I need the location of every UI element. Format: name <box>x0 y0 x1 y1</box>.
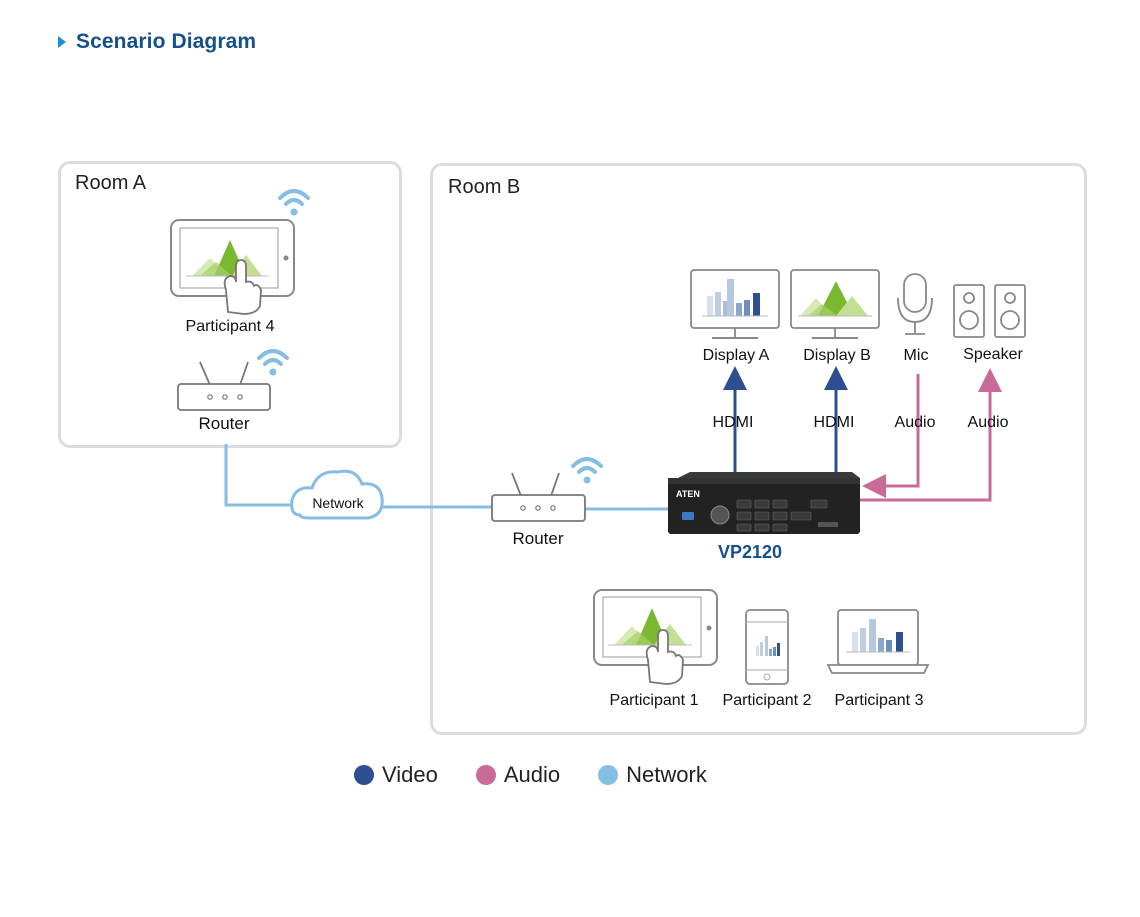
legend: Video Audio Network <box>354 762 745 788</box>
legend-item-audio: Audio <box>475 762 561 788</box>
mic-label: Mic <box>903 347 929 364</box>
router-b-label: Router <box>512 529 564 548</box>
participant-4-label: Participant 4 <box>185 318 275 335</box>
hdmi-a-label: HDMI <box>712 414 754 431</box>
hand-pointer-icon <box>223 259 262 315</box>
speaker-label: Speaker <box>963 346 1023 363</box>
router-a-label: Router <box>198 414 250 433</box>
legend-item-network: Network <box>598 762 707 788</box>
legend-label: Audio <box>503 762 561 787</box>
participant-2-label: Participant 2 <box>722 692 812 709</box>
tablet-icon <box>593 589 718 666</box>
video-lines <box>723 366 848 472</box>
network-lines <box>224 444 668 511</box>
vp2120-device: ATEN <box>668 472 860 534</box>
network-dot-icon <box>598 765 619 785</box>
router-icon <box>177 361 271 411</box>
audio-dot-icon <box>475 765 496 785</box>
wifi-icon <box>257 349 289 376</box>
audio-speaker-label: Audio <box>967 414 1009 431</box>
section-header: Scenario Diagram <box>58 30 256 54</box>
display-a-label: Display A <box>702 347 770 364</box>
caret-right-icon <box>58 36 66 48</box>
legend-item-video: Video <box>354 762 438 788</box>
display-b-label: Display B <box>803 347 871 364</box>
audio-mic-label: Audio <box>894 414 936 431</box>
participant-1-label: Participant 1 <box>609 692 699 709</box>
room-b-label: Room B <box>448 176 521 198</box>
display-a-monitor-icon <box>690 269 780 339</box>
product-name-label: VP2120 <box>717 542 783 562</box>
laptop-icon <box>826 609 930 674</box>
page-title: Scenario Diagram <box>76 30 257 53</box>
video-dot-icon <box>354 765 374 785</box>
wifi-icon <box>571 457 603 484</box>
network-cloud-icon <box>290 469 384 520</box>
legend-label: Video <box>382 762 438 787</box>
wifi-icon <box>278 189 310 216</box>
display-b-monitor-icon <box>790 269 880 339</box>
participant-3-label: Participant 3 <box>834 692 924 709</box>
audio-lines <box>860 368 1002 502</box>
speaker-icon <box>953 284 1026 338</box>
smartphone-icon <box>745 609 789 685</box>
network-cloud-label: Network <box>312 495 364 511</box>
microphone-icon <box>897 273 933 335</box>
device-logo: ATEN <box>676 489 700 499</box>
hand-pointer-icon <box>645 629 684 685</box>
router-icon <box>491 472 586 522</box>
legend-label: Network <box>626 762 707 787</box>
room-a-label: Room A <box>75 172 147 194</box>
hdmi-b-label: HDMI <box>813 414 855 431</box>
